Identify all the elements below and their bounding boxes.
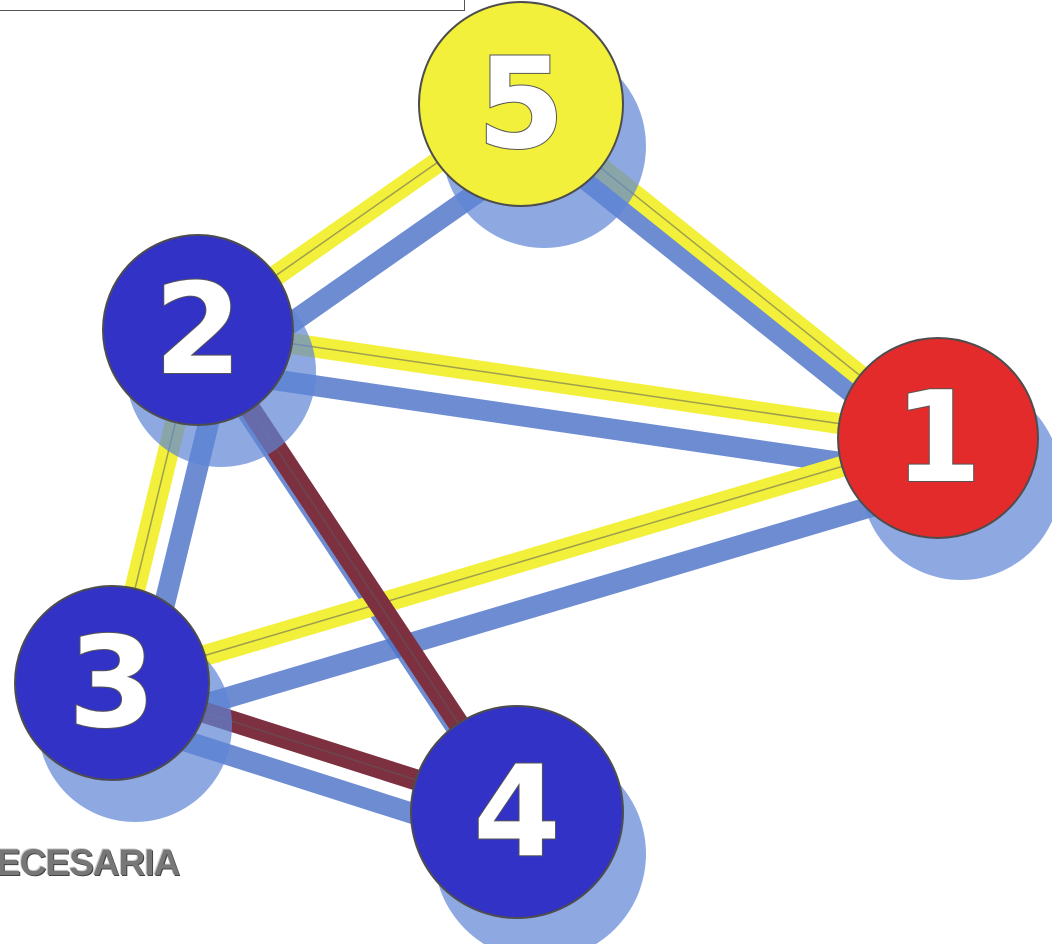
node-label-4: 4 xyxy=(473,738,561,885)
node-label-1: 1 xyxy=(894,364,982,511)
node-4 xyxy=(410,705,624,919)
node-label-3: 3 xyxy=(68,609,156,756)
node-2 xyxy=(102,234,294,426)
footer-label: ECESARIA xyxy=(0,842,180,883)
edge-outline-2-1 xyxy=(197,329,939,439)
node-3 xyxy=(14,585,210,781)
node-label-2: 2 xyxy=(154,256,242,403)
top-frame-box xyxy=(0,0,465,11)
node-1 xyxy=(837,337,1039,539)
edge-shadow-3-1 xyxy=(132,469,964,736)
edge-outline-3-1 xyxy=(111,437,939,684)
node-5 xyxy=(418,1,624,207)
node-layer: 1 2 3 4 5 xyxy=(14,1,1039,919)
node-label-5: 5 xyxy=(477,30,565,177)
